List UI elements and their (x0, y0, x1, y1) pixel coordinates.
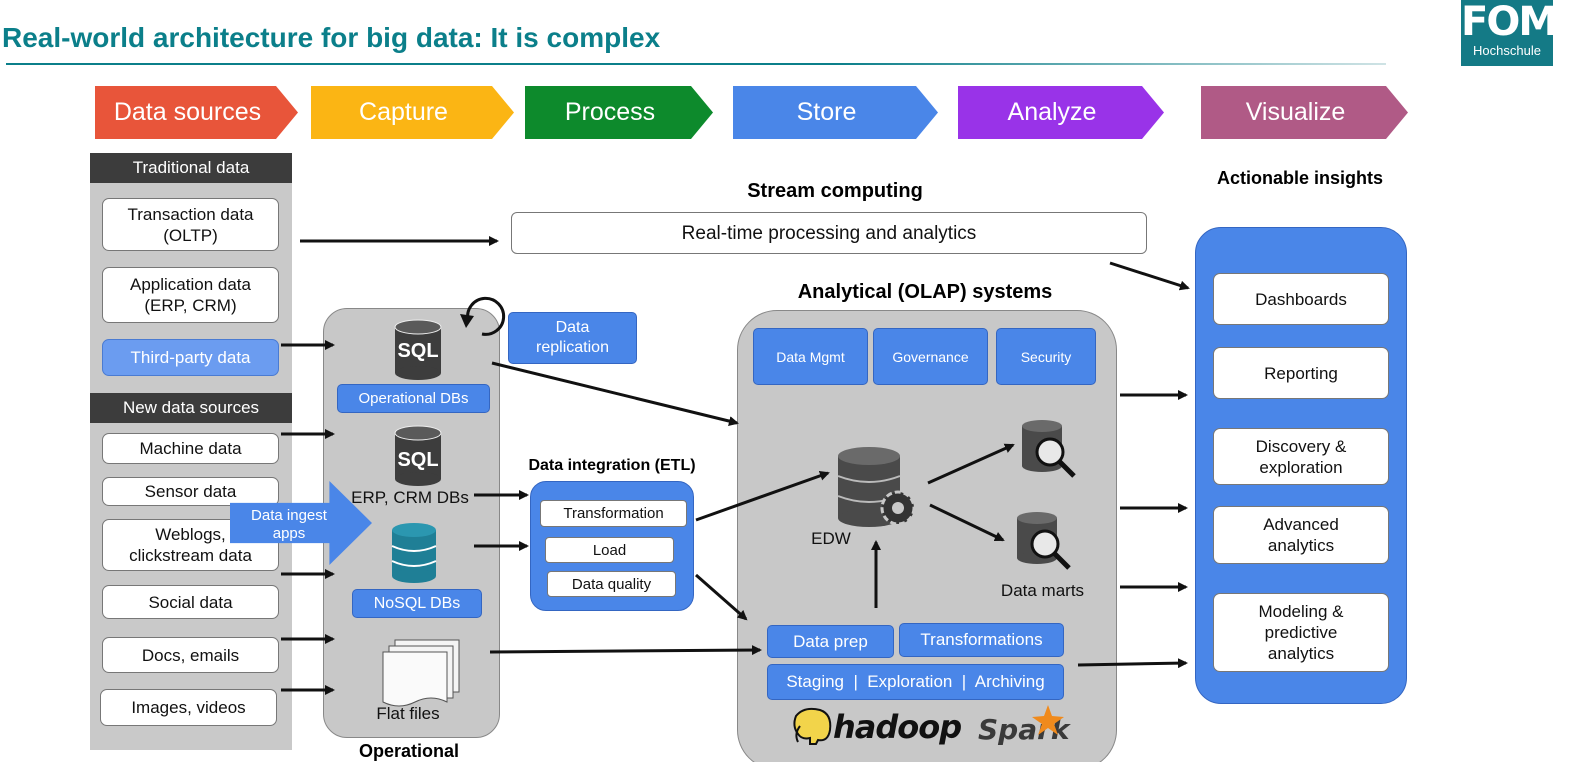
data-mgmt-box: Data Mgmt (753, 328, 868, 385)
ingest-line: Data ingest (251, 507, 327, 524)
etl-heading: Data integration (ETL) (528, 457, 696, 474)
transaction-data-box: Transaction data (OLTP) (102, 198, 279, 251)
stage-label: Analyze (1007, 98, 1097, 126)
dashboards-box: Dashboards (1213, 273, 1389, 325)
data-ingest-label: Data ingest apps (234, 507, 344, 543)
stage-label: Store (796, 98, 857, 126)
page-title: Real-world architecture for big data: It… (2, 22, 661, 53)
flat-files-icon (382, 639, 460, 707)
box-line: Data (555, 319, 590, 336)
arrow-flatfiles-to-dataprep (489, 645, 762, 656)
spark-star-icon (1032, 705, 1064, 735)
flat-files-label: Flat files (376, 704, 440, 723)
edw-database-icon (837, 447, 916, 527)
data-marts-label: Data marts (1000, 581, 1085, 600)
stage-label: Visualize (1245, 98, 1346, 126)
erp-crm-dbs-label: ERP, CRM DBs (351, 488, 469, 507)
new-data-sources-header: New data sources (90, 393, 292, 423)
box-line: Weblogs, (155, 525, 226, 544)
hadoop-elephant-icon (793, 707, 832, 745)
arrow-edw-to-mart1 (927, 443, 1015, 485)
stage-process: Process (525, 86, 713, 139)
stream-computing-heading: Stream computing (747, 180, 923, 202)
box-line: clickstream data (129, 546, 252, 565)
data-quality-box: Data quality (547, 571, 676, 597)
advanced-analytics-box: Advanced analytics (1213, 506, 1389, 564)
arrow-staging-to-insights (1077, 658, 1188, 669)
box-line: Discovery & (1255, 436, 1347, 456)
actionable-insights-heading: Actionable insights (1216, 168, 1384, 188)
data-mart-search-icon (1022, 420, 1076, 478)
erp-crm-database-icon (394, 425, 442, 486)
box-line: Transaction data (127, 204, 254, 224)
arrow-edw-to-mart2 (929, 503, 1005, 542)
stage-visualize: Visualize (1201, 86, 1408, 139)
data-mart-search-icon (1017, 512, 1071, 570)
box-line: analytics (1267, 644, 1335, 663)
box-line: Modeling & (1258, 602, 1344, 621)
arrow-etl-to-edw (695, 470, 830, 522)
box-line: (ERP, CRM) (144, 296, 237, 315)
stage-store: Store (733, 86, 938, 139)
stage-data-sources: Data sources (95, 86, 298, 139)
nosql-dbs-box: NoSQL DBs (352, 589, 482, 618)
arrow-operational-to-olap (491, 361, 739, 426)
hadoop-logo-text: hadoop (833, 708, 962, 746)
sql-label: SQL (397, 449, 439, 471)
modeling-predictive-box: Modeling & predictive analytics (1213, 593, 1389, 672)
security-box: Security (996, 328, 1096, 385)
box-line: predictive (1264, 623, 1338, 642)
box-line: Advanced (1263, 515, 1339, 534)
operational-label: Operational (358, 741, 460, 761)
olap-heading: Analytical (OLAP) systems (797, 281, 1053, 303)
box-line: Application data (130, 275, 251, 294)
edw-label: EDW (811, 529, 851, 548)
fom-logo: FOM Hochschule (1461, 0, 1558, 66)
arrow-etl-to-dataprep (695, 573, 748, 621)
logo-text: FOM (1461, 0, 1558, 45)
data-replication-box: Data replication (508, 312, 637, 364)
transformation-box: Transformation (540, 500, 687, 527)
title-underline (6, 63, 1386, 65)
docs-emails-box: Docs, emails (102, 637, 279, 673)
replication-loop-icon (460, 296, 506, 336)
arrow-stream-to-insights (1109, 261, 1190, 291)
machine-data-box: Machine data (102, 433, 279, 464)
third-party-data-box: Third-party data (102, 339, 279, 376)
discovery-exploration-box: Discovery & exploration (1213, 428, 1389, 485)
sensor-data-box: Sensor data (102, 477, 279, 506)
box-line: analytics (1267, 536, 1335, 555)
logo-subtext: Hochschule (1473, 43, 1541, 58)
box-line: replication (536, 339, 609, 356)
real-time-processing-box: Real-time processing and analytics (511, 212, 1147, 254)
staging-exploration-archiving-box: Staging | Exploration | Archiving (767, 664, 1064, 700)
nosql-database-icon (391, 523, 437, 583)
images-videos-box: Images, videos (100, 689, 277, 726)
stage-label: Data sources (113, 98, 262, 126)
governance-box: Governance (873, 328, 988, 385)
reporting-box: Reporting (1213, 347, 1389, 399)
traditional-data-header: Traditional data (90, 153, 292, 183)
operational-dbs-box: Operational DBs (337, 384, 490, 413)
box-line: (OLTP) (163, 225, 218, 245)
stage-label: Process (564, 98, 656, 126)
sql-label: SQL (397, 340, 439, 362)
box-line: exploration (1259, 457, 1343, 477)
transformations-box: Transformations (899, 623, 1064, 657)
stage-analyze: Analyze (958, 86, 1164, 139)
stage-label: Capture (359, 98, 448, 126)
load-box: Load (545, 537, 674, 563)
ingest-line: apps (272, 525, 306, 542)
application-data-box: Application data (ERP, CRM) (102, 267, 279, 323)
data-prep-box: Data prep (767, 625, 894, 658)
stage-capture: Capture (311, 86, 514, 139)
sql-database-icon (394, 319, 442, 380)
social-data-box: Social data (102, 585, 279, 619)
